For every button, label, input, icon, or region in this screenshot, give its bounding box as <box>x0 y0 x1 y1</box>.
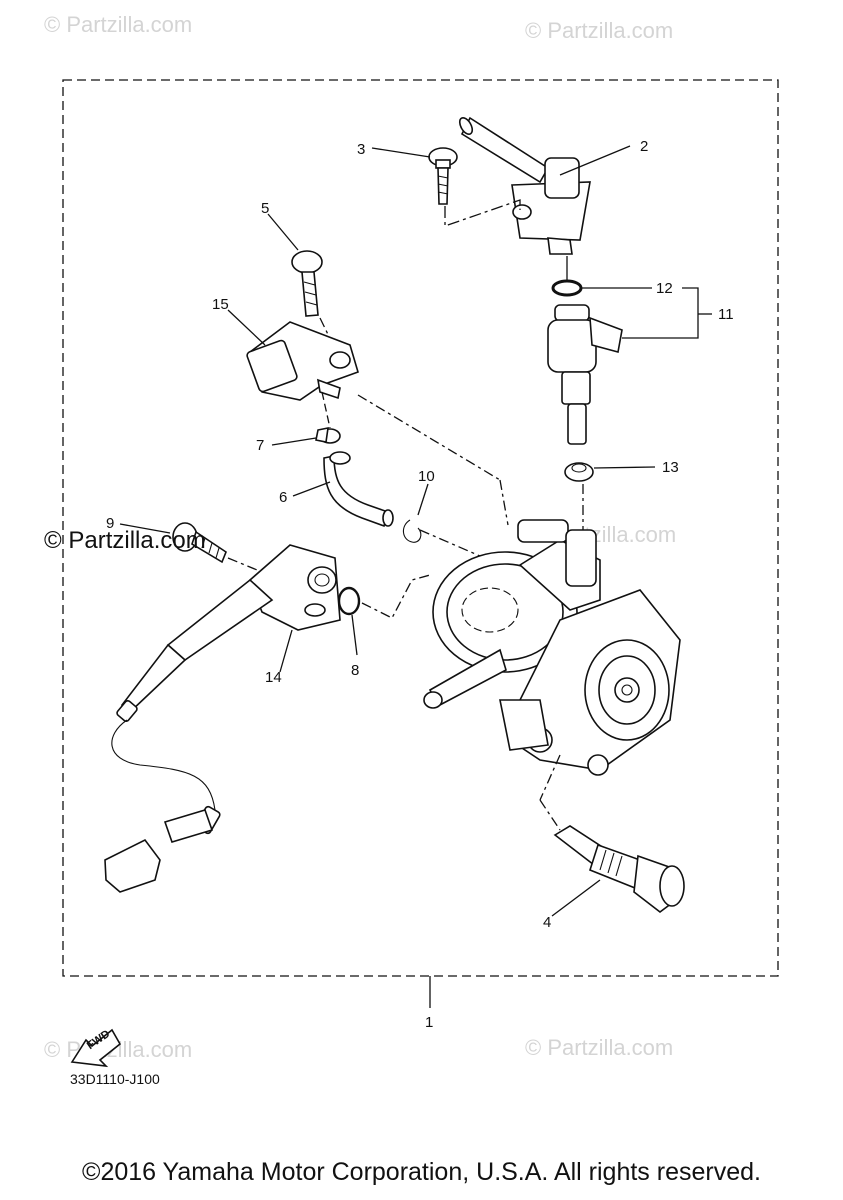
part-4-idle-screw <box>551 825 685 917</box>
part-9-bolt <box>119 522 227 564</box>
callout-4: 4 <box>543 914 552 931</box>
part-6-hose <box>292 451 394 528</box>
part-10-clip <box>402 483 429 543</box>
callout-1: 1 <box>425 1014 434 1031</box>
callout-8: 8 <box>351 662 360 679</box>
callout-13: 13 <box>662 459 679 476</box>
part-8-o-ring <box>337 586 361 616</box>
callout-12: 12 <box>656 280 673 297</box>
watermark-dark: © Partzilla.com <box>44 527 206 554</box>
watermark-bottom-right: © Partzilla.com <box>525 1035 674 1060</box>
part-11-fuel-injector <box>547 304 623 445</box>
callout-2: 2 <box>640 138 649 155</box>
copyright-notice: ©2016 Yamaha Motor Corporation, U.S.A. A… <box>82 1158 761 1186</box>
fwd-arrow-icon <box>70 1028 122 1068</box>
diagram-code: 33D1110-J100 <box>70 1071 160 1087</box>
watermark-top-left: © Partzilla.com <box>44 12 193 37</box>
part-7-clip <box>271 391 341 446</box>
callout-6: 6 <box>279 489 288 506</box>
callout-9: 9 <box>106 515 115 532</box>
callout-15: 15 <box>212 296 229 313</box>
callout-5: 5 <box>261 200 270 217</box>
part-1-throttle-body <box>423 519 681 776</box>
part-5-bolt <box>267 213 323 317</box>
part-3-screw <box>371 147 458 205</box>
part-2-sensor <box>458 116 631 255</box>
callout-10: 10 <box>418 468 435 485</box>
callout-11: 11 <box>718 306 734 323</box>
callout-14: 14 <box>265 669 282 686</box>
callout-7: 7 <box>256 437 265 454</box>
assembly-boundary <box>62 79 779 977</box>
part-12-o-ring <box>551 279 583 297</box>
part-15-map-sensor <box>227 309 359 401</box>
part-14-sensor-with-lead <box>104 544 341 893</box>
callout-3: 3 <box>357 141 366 158</box>
watermark-top-right: © Partzilla.com <box>525 18 674 43</box>
part-13-seal <box>564 462 656 482</box>
